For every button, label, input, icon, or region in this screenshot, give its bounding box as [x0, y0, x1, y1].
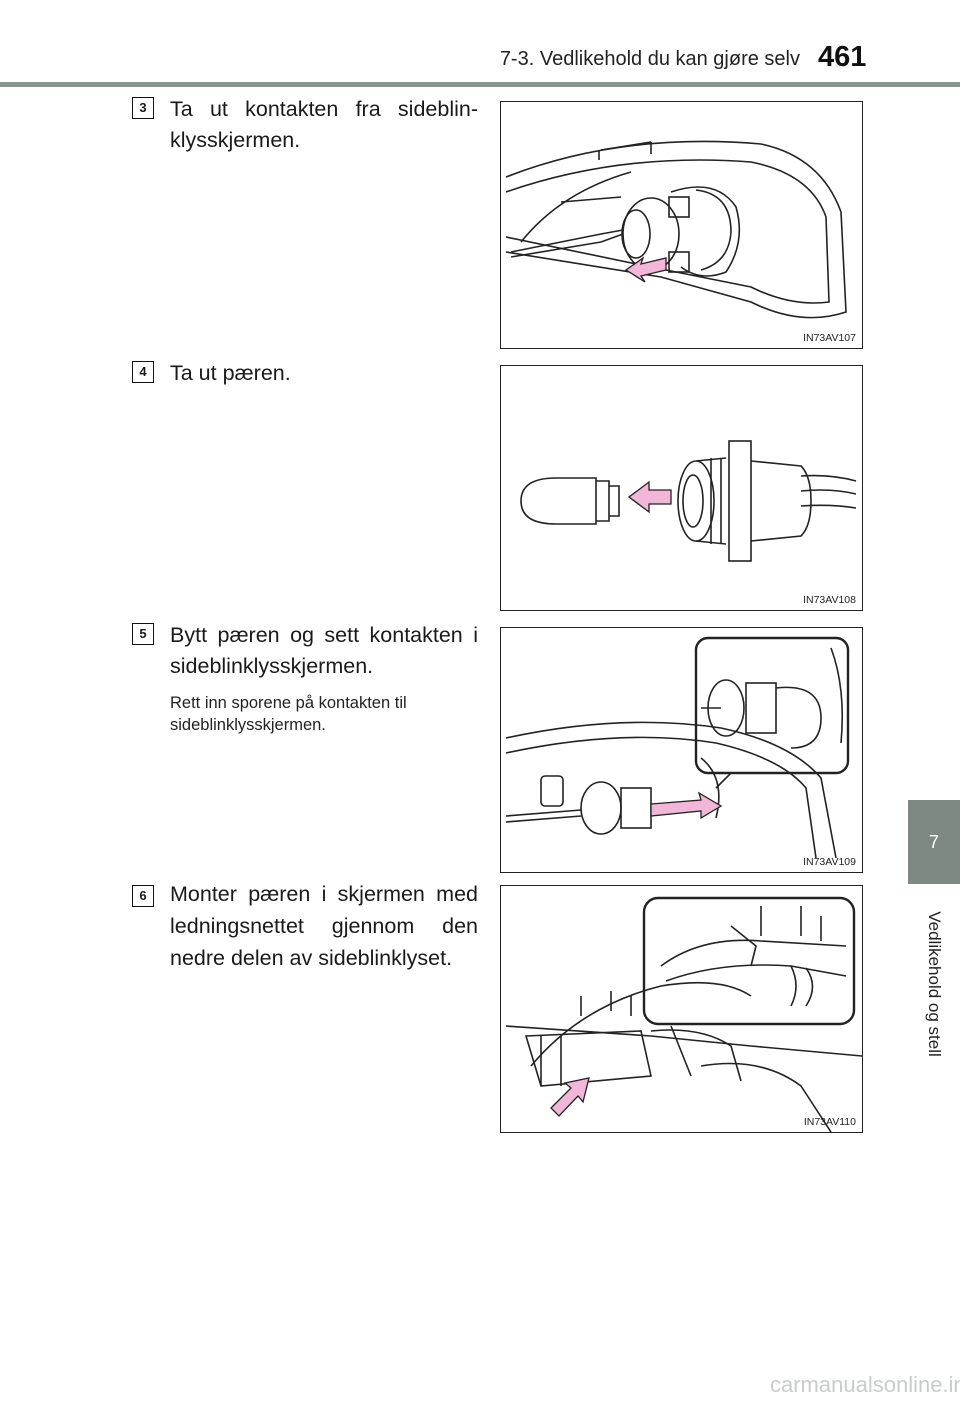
figure-code: IN73AV110 — [803, 1116, 856, 1128]
illustration-remove-bulb: IN73AV108 — [500, 365, 863, 611]
figure-code: IN73AV109 — [803, 856, 856, 868]
step-number-badge: 6 — [132, 885, 154, 907]
step-instruction: Ta ut pæren. — [170, 361, 291, 385]
step-instruction: Ta ut kontakten fra sideblin-klysskjerme… — [170, 97, 478, 152]
chapter-title-vertical: Vedlikehold og stell — [908, 884, 960, 1084]
step-instruction: Bytt pæren og sett kontakten i sideblink… — [170, 623, 478, 678]
step-instruction: Monter pæren i skjermen med ledningsnett… — [170, 882, 478, 970]
running-header-title: 7-3. Vedlikehold du kan gjøre selv — [499, 48, 800, 70]
illustration-install-bulb: IN73AV109 — [500, 627, 863, 873]
header-divider — [0, 82, 960, 87]
illustration-mount-lamp-housing: IN73AV110 — [500, 885, 863, 1133]
bulb-removal-drawing — [520, 440, 857, 562]
figure-code: IN73AV108 — [803, 594, 856, 606]
illustration-disconnect-connector: IN73AV107 — [500, 101, 863, 349]
step-note: Rett inn sporene på kontakten til sidebl… — [170, 694, 407, 734]
chapter-number: 7 — [928, 831, 939, 852]
connector-removal-drawing — [505, 140, 847, 319]
step-number-badge: 5 — [132, 623, 154, 645]
page-number: 461 — [818, 41, 867, 73]
footer-watermark: carmanualsonline.info — [770, 1372, 960, 1397]
step-number-badge: 3 — [132, 97, 154, 119]
chapter-tab: 7 — [908, 800, 960, 884]
chapter-title: Vedlikehold og stell — [925, 911, 945, 1057]
figure-code: IN73AV107 — [803, 332, 856, 344]
step-number-badge: 4 — [132, 361, 154, 383]
bulb-installation-drawing — [505, 636, 850, 859]
lamp-mounting-drawing — [505, 896, 862, 1132]
